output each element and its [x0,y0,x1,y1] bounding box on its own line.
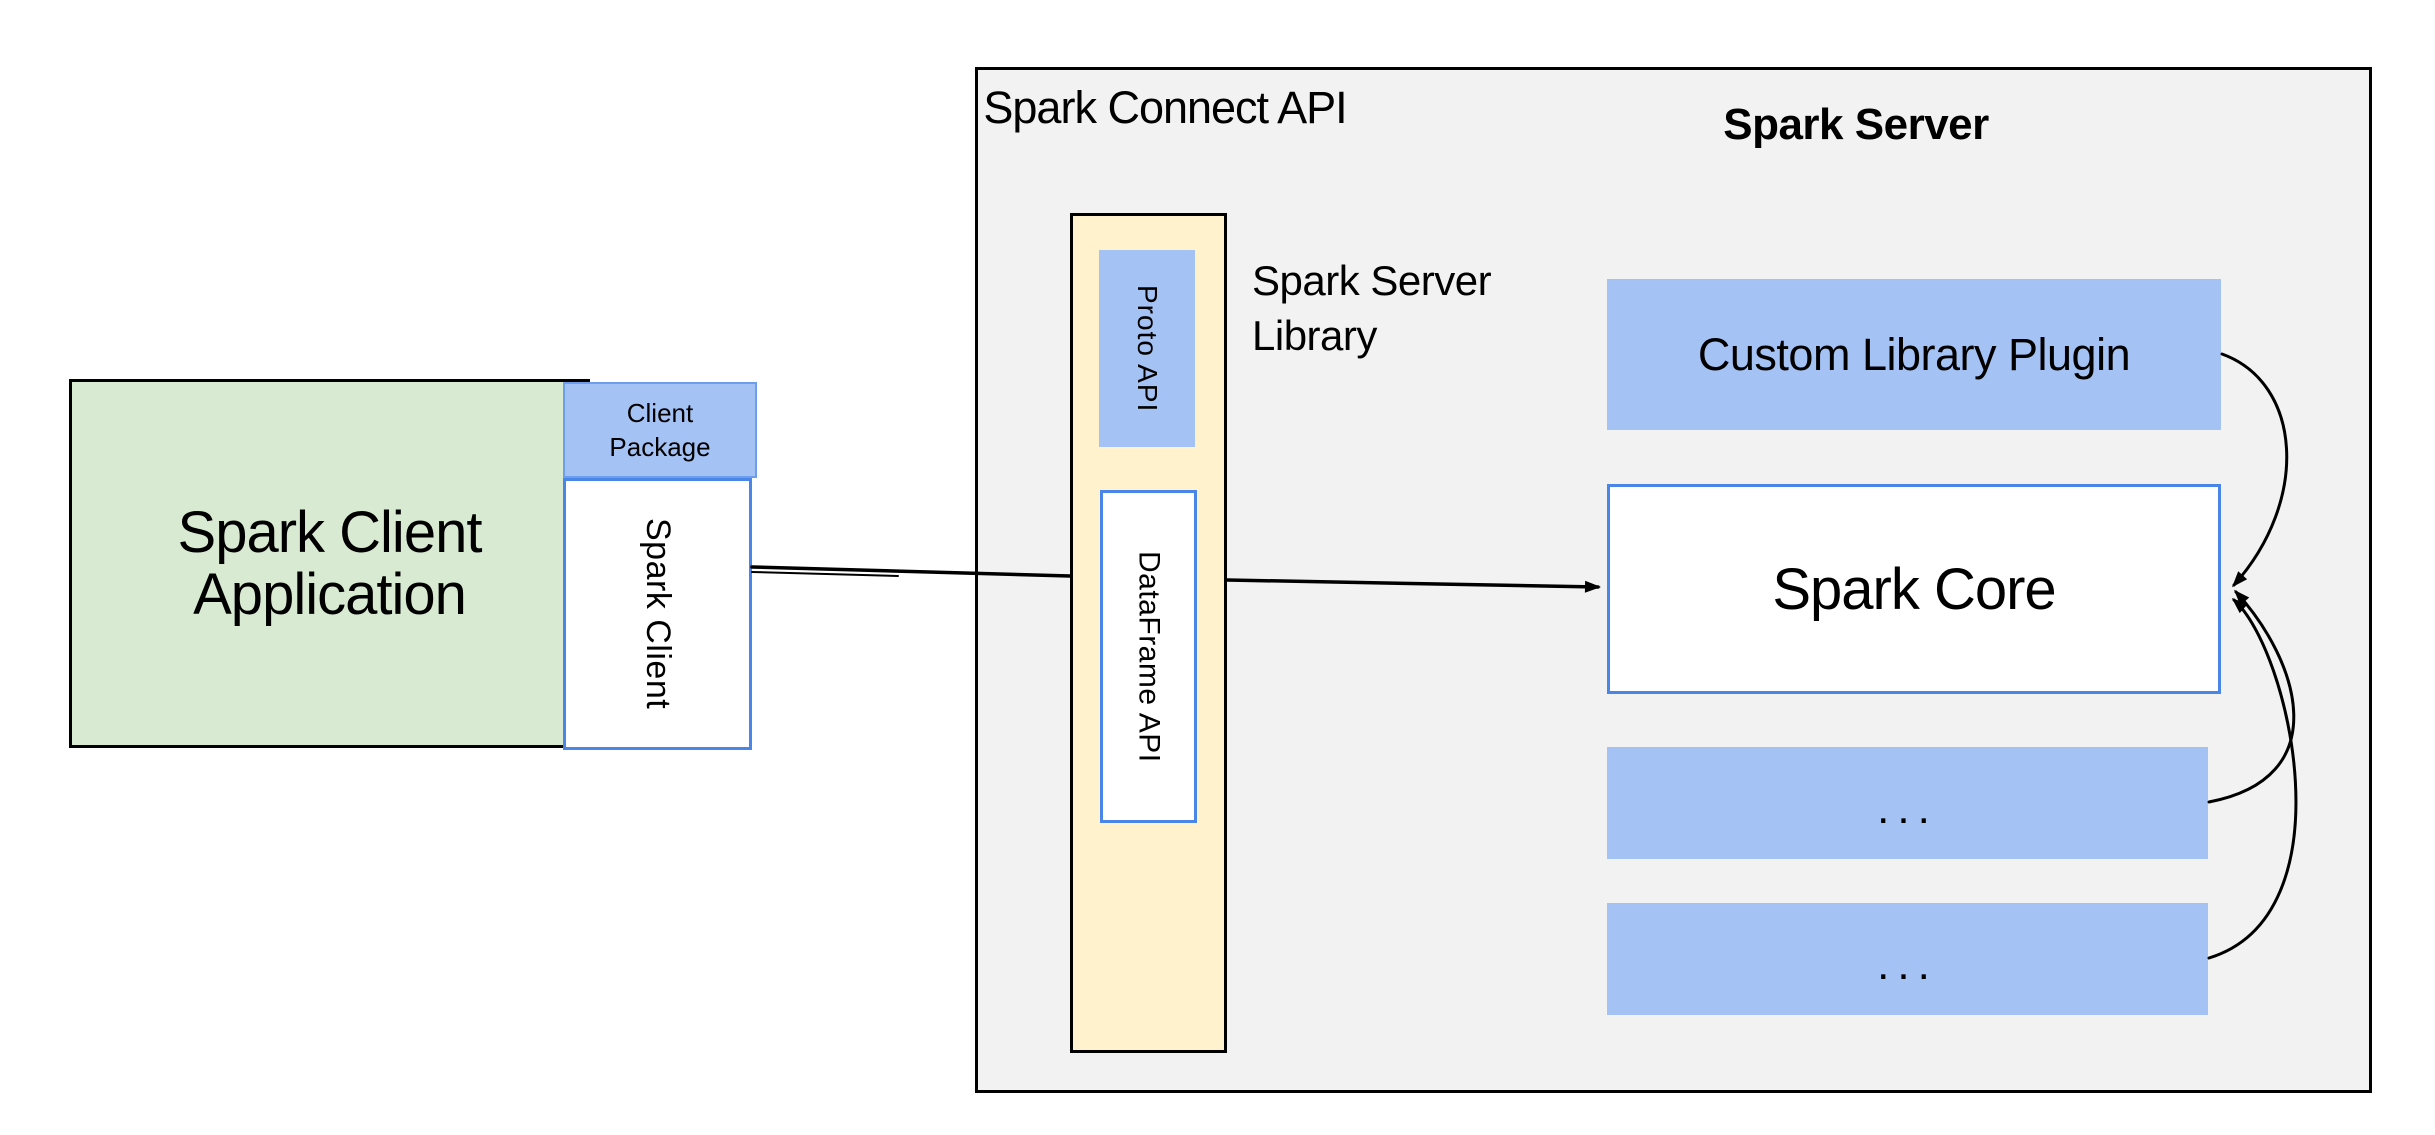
spark-server-title: Spark Server [1723,100,1989,149]
spark-client-application-box [69,379,590,748]
proto-api-label: Proto API [1132,284,1163,413]
server-module-2-ellipsis: ... [1877,940,1938,989]
spark-server-library-label: Spark Server Library [1252,257,1492,359]
spark-core-box: Spark Core [1607,484,2221,694]
spark-client-label: Spark Client [639,518,677,710]
proto-api-box: Proto API [1099,250,1195,447]
dataframe-api-box: DataFrame API [1100,490,1197,823]
connector-client-glitch-stroke [751,571,899,577]
client-package-box: Client Package [563,382,757,478]
custom-library-plugin-label: Custom Library Plugin [1697,328,2131,380]
custom-library-plugin-box: Custom Library Plugin [1607,279,2221,430]
client-package-label: Client Package [609,398,711,462]
spark-client-application-label: Spark Client Application [177,499,483,627]
server-module-1-ellipsis: ... [1877,784,1938,833]
spark-core-label: Spark Core [1772,556,2056,622]
server-module-box-2: ... [1607,903,2208,1015]
spark-client-box: Spark Client [563,478,752,750]
server-module-box-1: ... [1607,747,2208,859]
dataframe-api-label: DataFrame API [1132,550,1166,763]
spark-connect-api-title: Spark Connect API [983,82,1347,133]
